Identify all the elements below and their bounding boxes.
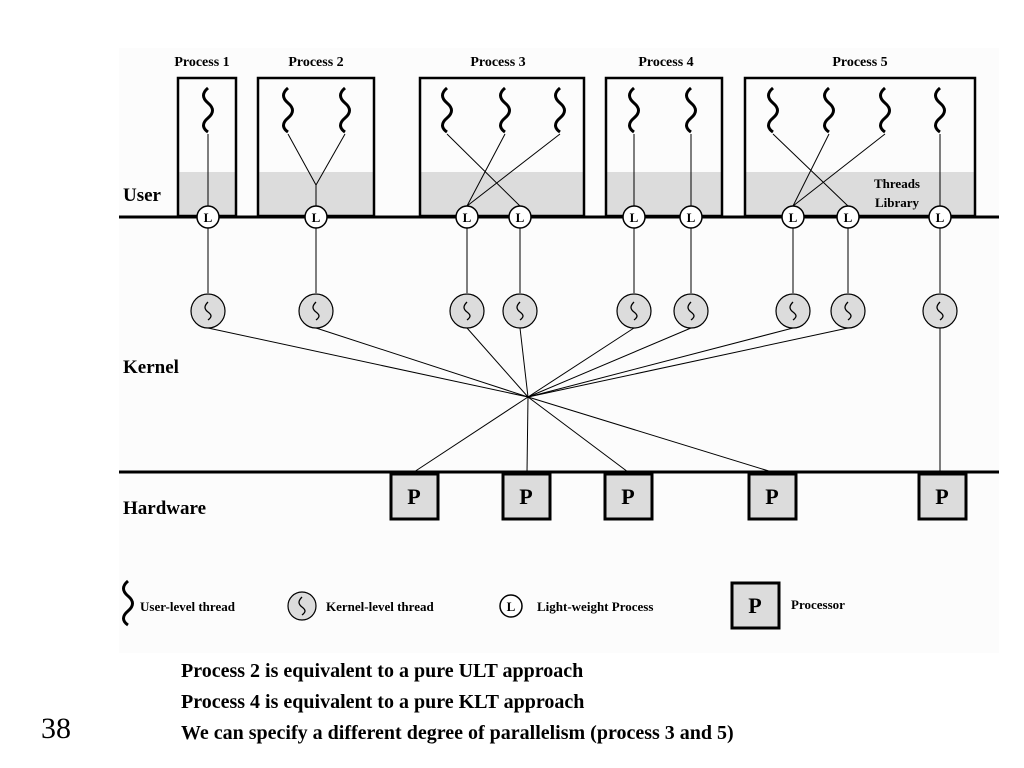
note-line: Process 2 is equivalent to a pure ULT ap…: [181, 660, 584, 682]
legend-processor-symbol: P: [748, 593, 761, 618]
lwp-label: L: [936, 210, 945, 225]
thread-mapping-lines: [207, 133, 941, 207]
threads-library-label: Library: [875, 195, 920, 210]
lwp-label: L: [630, 210, 639, 225]
kernel-layer-label: Kernel: [123, 357, 179, 378]
lwp-label: L: [204, 210, 213, 225]
lwp-label: L: [687, 210, 696, 225]
processor-legend-icon: [730, 581, 781, 630]
user-layer-label: User: [123, 185, 162, 206]
lwp-label: L: [312, 210, 321, 225]
lwp-label: L: [463, 210, 472, 225]
lwp-kernel-lines: [207, 228, 941, 293]
lwp-legend-icon: [499, 594, 523, 618]
legend-lwp-label: Light-weight Process: [537, 599, 653, 614]
diagram-panel: [119, 48, 999, 653]
legend-user-thread-label: User-level thread: [140, 599, 236, 614]
legend: User-level thread Kernel-level thread L …: [122, 579, 845, 630]
legend-lwp-symbol: L: [507, 599, 516, 614]
process-4-box: [604, 76, 724, 218]
kernel-thread-circles: [190, 293, 958, 329]
legend-kernel-thread-label: Kernel-level thread: [326, 599, 434, 614]
legend-processor-label: Processor: [791, 597, 845, 612]
kernel-scheduling-lines: [207, 327, 941, 473]
processor-label: P: [621, 484, 634, 509]
lwp-label: L: [516, 210, 525, 225]
process-label: Process 5: [832, 55, 887, 70]
threads-library-label: Threads: [874, 176, 920, 191]
note-line: We can specify a different degree of par…: [181, 722, 734, 744]
slide-number: 38: [41, 712, 71, 745]
process-label: Process 1: [174, 55, 229, 70]
processor-label: P: [935, 484, 948, 509]
lwp-circles: [196, 205, 952, 229]
lwp-label: L: [789, 210, 798, 225]
processor-boxes: [389, 472, 968, 521]
lwp-labels: L L L L L L L L L: [204, 210, 945, 225]
process-label: Process 4: [638, 55, 693, 70]
kernel-thread-legend-icon: [287, 591, 317, 621]
process-label: Process 3: [470, 55, 525, 70]
processor-label: P: [765, 484, 778, 509]
lwp-label: L: [844, 210, 853, 225]
processor-label: P: [407, 484, 420, 509]
process-label: Process 2: [288, 55, 343, 70]
processor-label: P: [519, 484, 532, 509]
note-line: Process 4 is equivalent to a pure KLT ap…: [181, 691, 585, 713]
notes: Process 2 is equivalent to a pure ULT ap…: [181, 656, 734, 749]
hardware-layer-label: Hardware: [123, 498, 206, 519]
